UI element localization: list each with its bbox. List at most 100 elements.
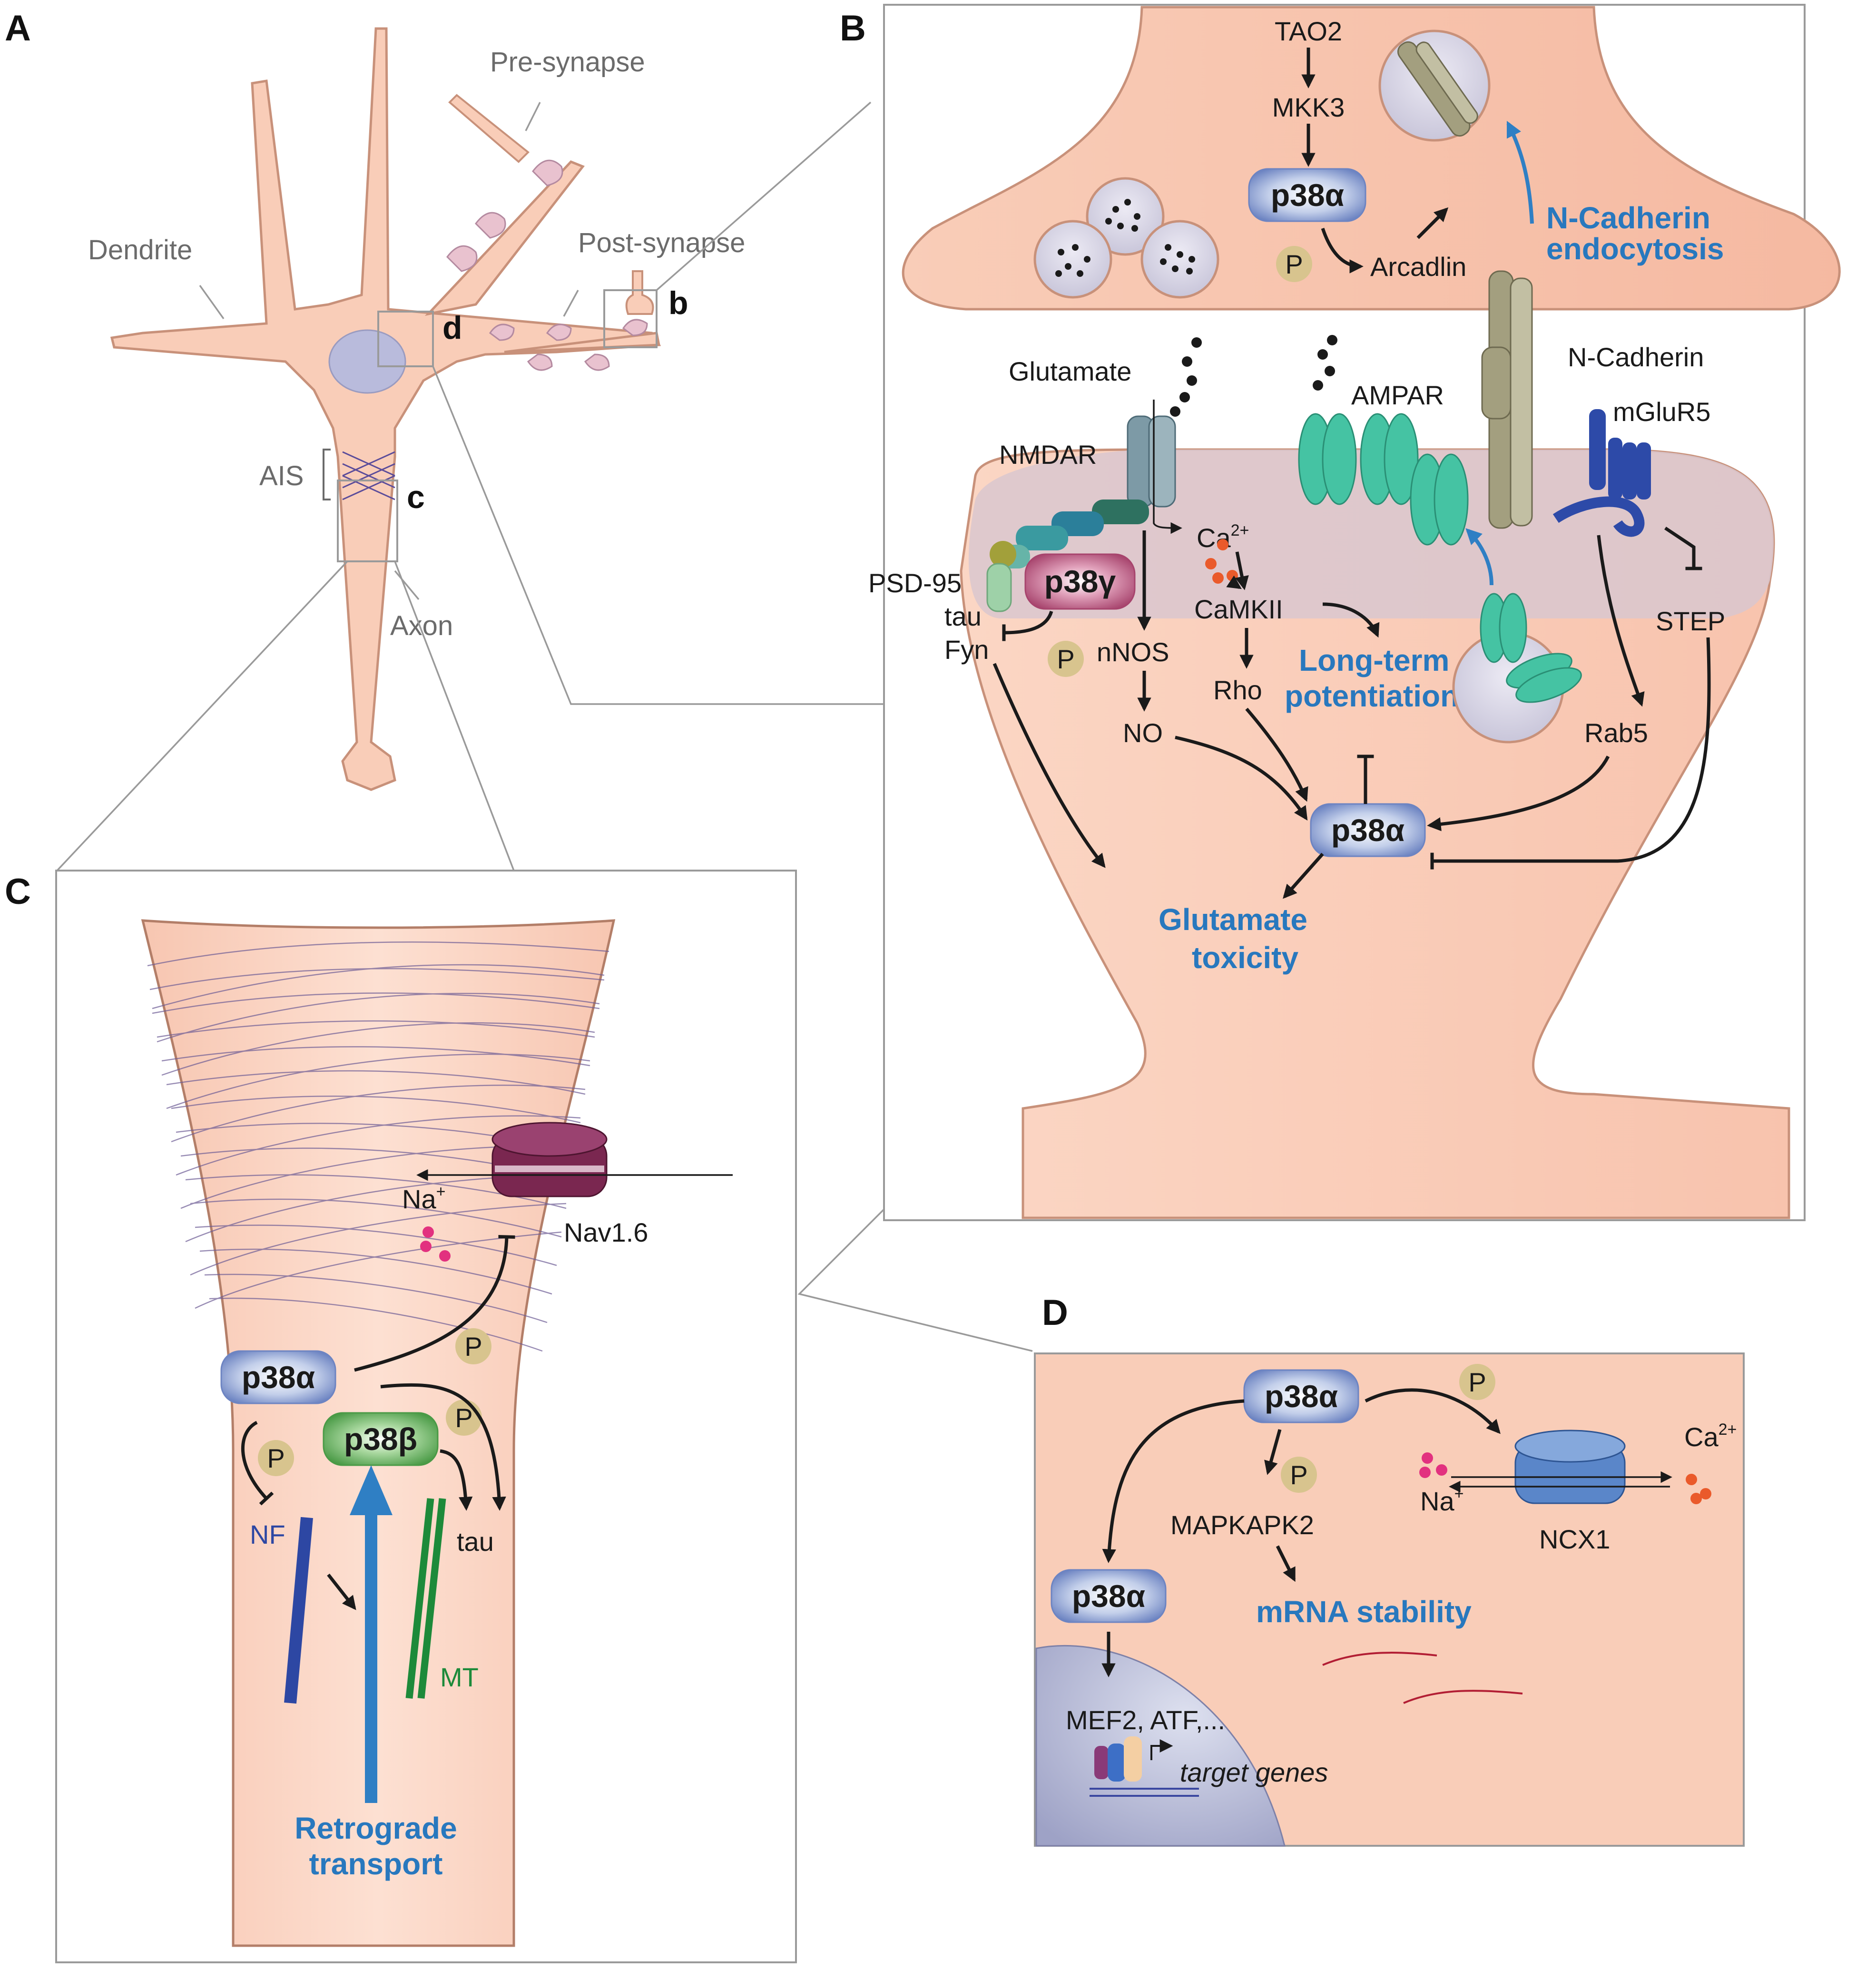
glutamate-dots [1170,335,1337,417]
panel-label-c: C [5,872,31,912]
panel-b: B TAO2 MKK3 [840,4,1841,1221]
phospho-d1: P [1459,1364,1495,1400]
kinase-p38a-d-nuc: p38α [1051,1569,1167,1623]
panel-label-d: D [1042,1293,1068,1333]
svg-text:P: P [1290,1460,1307,1490]
presynaptic-axon-small [448,94,530,163]
sodium-dots-c [420,1226,451,1262]
label-tao2: TAO2 [1275,16,1342,46]
synaptic-vesicles [1033,177,1219,299]
label-target-genes: target genes [1180,1757,1328,1787]
label-camkii: CaMKII [1194,594,1283,624]
neurofilament [284,1517,313,1704]
label-psd95: PSD-95 [868,568,962,598]
label-ampar: AMPAR [1351,380,1444,410]
label-p38a-c: p38α [242,1360,315,1395]
label-dendrite: Dendrite [88,235,192,265]
label-tox-1: Glutamate [1159,902,1307,937]
label-box-b: b [668,285,688,321]
label-p38a-d-top: p38α [1265,1379,1338,1414]
phospho-c1: P [455,1328,491,1364]
ais-bracket [323,449,331,500]
panel-c: C [5,870,797,1963]
psd95-scaffold [986,500,1149,612]
label-pre-synapse: Pre-synapse [490,47,645,78]
label-p38a-post: p38α [1331,813,1405,848]
label-glutamate: Glutamate [1009,356,1131,386]
panel-a: A [5,8,1033,1352]
label-ltp-1: Long-term [1299,643,1449,677]
mrna-strands [1322,1652,1523,1704]
label-p38b: p38β [344,1421,417,1457]
label-ca-d: Ca2+ [1684,1420,1737,1452]
label-nnos: nNOS [1097,637,1169,667]
label-mrna-stability: mRNA stability [1256,1595,1472,1629]
label-tau-c: tau [457,1527,494,1557]
phospho-c3: P [258,1440,294,1476]
label-p38a-pre: p38α [1271,177,1344,213]
panel-label-a: A [5,8,31,49]
phospho-p38g: P [1048,641,1084,677]
nmdar-receptor [1127,415,1176,508]
zoom-box-d [377,311,434,367]
label-tox-2: toxicity [1192,940,1298,975]
label-ais: AIS [259,460,304,491]
neuron-shape [110,27,661,791]
label-ncadherin: N-Cadherin [1568,342,1704,372]
zoom-box-b [603,289,658,348]
label-ca-b: Ca2+ [1197,521,1249,553]
svg-text:P: P [455,1403,472,1433]
phospho-pre: P [1276,246,1312,282]
internalized-ncadherin [1397,41,1478,137]
label-nmdar: NMDAR [999,440,1097,470]
kinase-p38a-c: p38α [220,1350,336,1404]
label-ncad-endo-2: endocytosis [1546,232,1724,266]
panel-d: D p38α P P MAPKAPK2 mRNA stability [1034,1293,1745,1847]
kinase-p38a-pre: p38α [1248,168,1366,222]
label-mglur5: mGluR5 [1613,397,1710,427]
label-fyn: Fyn [944,635,989,665]
panel-label-b: B [840,8,866,49]
label-ltp-2: potentiation [1285,679,1459,713]
kinase-p38a-post: p38α [1310,803,1426,857]
svg-text:P: P [1057,644,1074,674]
label-post-synapse: Post-synapse [578,227,745,258]
label-retro-2: transport [309,1847,443,1881]
label-arcadlin: Arcadlin [1370,252,1466,282]
ampar-receptors [1298,413,1469,546]
label-retro-1: Retrograde [295,1811,457,1845]
vesicle-ampar [1480,593,1582,703]
label-ncx1: NCX1 [1539,1524,1610,1554]
svg-text:P: P [267,1443,285,1473]
microtubules [405,1498,446,1699]
label-mef2-atf: MEF2, ATF,... [1066,1705,1225,1735]
label-nf: NF [250,1519,285,1549]
label-tau-b: tau [944,601,982,631]
transcription-complex [1090,1736,1199,1797]
label-mt: MT [440,1662,479,1692]
label-nav16: Nav1.6 [564,1217,648,1247]
label-box-d: d [442,310,462,346]
kinase-p38b: p38β [323,1412,439,1466]
dendritic-spines [446,159,648,371]
label-na-d: Na+ [1420,1485,1463,1516]
svg-text:P: P [1285,249,1303,279]
nav16-channel [491,1122,608,1197]
label-p38a-d-nuc: p38α [1072,1578,1145,1614]
label-na-c: Na+ [402,1183,445,1214]
phospho-d2: P [1281,1457,1317,1493]
mglur5-receptor [1552,409,1651,537]
phospho-c2: P [446,1400,482,1436]
kinase-p38g: p38γ [1024,553,1136,610]
retrograde-arrowhead [350,1465,393,1515]
kinase-p38a-d-top: p38α [1243,1369,1359,1423]
label-rho: Rho [1213,675,1262,705]
label-p38g: p38γ [1044,564,1116,599]
zoom-box-c [337,480,398,562]
neuron-nucleus [328,329,406,394]
label-no: NO [1123,718,1163,748]
svg-text:P: P [464,1332,482,1362]
ncadherin-protein [1481,270,1533,529]
label-rab5: Rab5 [1584,718,1648,748]
